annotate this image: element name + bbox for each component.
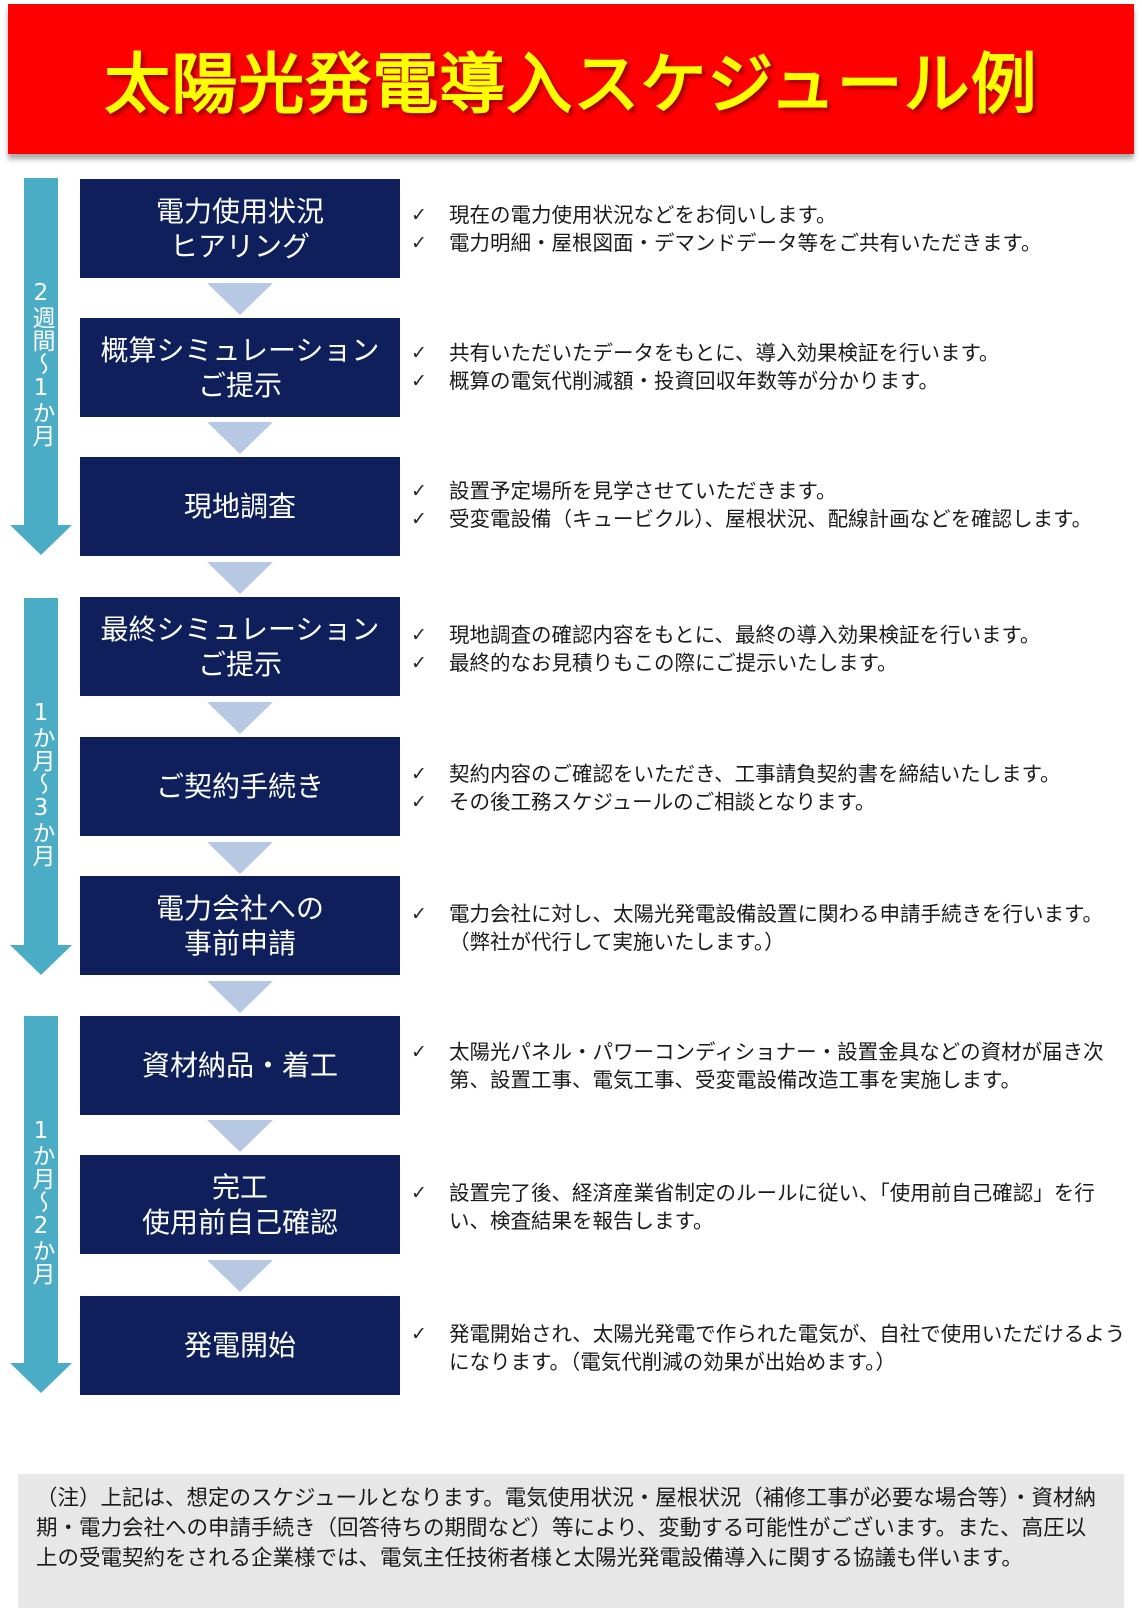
- step-box-completion: 完工 使用前自己確認: [80, 1155, 400, 1254]
- check-item: ✓ 発電開始され、太陽光発電で作られた電気が、自社で使用いただけるようになります。…: [405, 1320, 1130, 1376]
- check-item: ✓ 設置完了後、経済産業省制定のルールに従い、「使用前自己確認」を行い、検査結果を…: [405, 1179, 1130, 1235]
- check-item-text: 概算の電気代削減額・投資回収年数等が分かります。: [449, 369, 939, 393]
- step-label: 最終シミュレーション ご提示: [100, 612, 380, 681]
- phase-arrow-head: [10, 525, 72, 555]
- check-item: ✓ 太陽光パネル・パワーコンディショナー・設置金具などの資材が届き次第、設置工事、…: [405, 1038, 1130, 1094]
- phase-label: 1か月〜2か月: [28, 1117, 54, 1285]
- check-icon: ✓: [411, 763, 427, 785]
- phase-arrow-2: 1か月〜3か月: [10, 598, 72, 975]
- step-arrow-down: [207, 283, 273, 315]
- check-icon: ✓: [411, 370, 427, 392]
- step-arrow-down: [207, 562, 273, 594]
- check-item: ✓ 受変電設備（キュービクル）、屋根状況、配線計画などを確認します。: [405, 505, 1130, 533]
- step-label: 電力使用状況 ヒアリング: [155, 194, 324, 263]
- step-label: 資材納品・着工: [141, 1049, 338, 1082]
- check-icon: ✓: [411, 624, 427, 646]
- check-item-text: 共有いただいたデータをもとに、導入効果検証を行います。: [449, 341, 1000, 365]
- phase-arrow-1: 2週間〜1か月: [10, 178, 72, 555]
- check-icon: ✓: [411, 204, 427, 226]
- check-item-text: 設置完了後、経済産業省制定のルールに従い、「使用前自己確認」を行い、検査結果を報…: [449, 1181, 1095, 1233]
- step-label: ご契約手続き: [155, 770, 324, 803]
- step-arrow-down: [207, 981, 273, 1013]
- step-description: ✓ 現在の電力使用状況などをお伺いします。 ✓ 電力明細・屋根図面・デマンドデータ等…: [405, 201, 1130, 257]
- check-item-text: 最終的なお見積りもこの際にご提示いたします。: [449, 651, 898, 675]
- check-icon: ✓: [411, 232, 427, 254]
- phase-label: 1か月〜3か月: [28, 699, 54, 867]
- check-item-text: 設置予定場所を見学させていただきます。: [449, 479, 837, 503]
- phase-arrow-shaft: [24, 1016, 58, 1363]
- step-arrow-down: [207, 422, 273, 454]
- page-title: 太陽光発電導入スケジュール例: [104, 46, 1038, 123]
- step-description: ✓ 共有いただいたデータをもとに、導入効果検証を行います。 ✓ 概算の電気代削減額・…: [405, 339, 1130, 395]
- check-item: ✓ 共有いただいたデータをもとに、導入効果検証を行います。: [405, 339, 1130, 367]
- check-item-text: 現在の電力使用状況などをお伺いします。: [449, 203, 837, 227]
- step-box-hearing: 電力使用状況 ヒアリング: [80, 179, 400, 278]
- check-item: ✓ 契約内容のご確認をいただき、工事請負契約書を締結いたします。: [405, 760, 1130, 788]
- step-box-site-survey: 現地調査: [80, 457, 400, 556]
- title-banner: 太陽光発電導入スケジュール例: [8, 4, 1134, 154]
- note-box: （注）上記は、想定のスケジュールとなります。電気使用状況・屋根状況（補修工事が必…: [18, 1474, 1124, 1608]
- phase-arrow-3: 1か月〜2か月: [10, 1016, 72, 1393]
- check-item-text: 受変電設備（キュービクル）、屋根状況、配線計画などを確認します。: [449, 507, 1093, 531]
- step-description: ✓ 契約内容のご確認をいただき、工事請負契約書を締結いたします。 ✓ その後工務スケ…: [405, 760, 1130, 816]
- step-arrow-down: [207, 842, 273, 874]
- check-item-text: 電力明細・屋根図面・デマンドデータ等をご共有いただきます。: [449, 231, 1042, 255]
- step-label: 概算シミュレーション ご提示: [100, 333, 380, 402]
- check-item: ✓ 概算の電気代削減額・投資回収年数等が分かります。: [405, 367, 1130, 395]
- step-box-material-delivery: 資材納品・着工: [80, 1016, 400, 1115]
- check-item-text: 太陽光パネル・パワーコンディショナー・設置金具などの資材が届き次第、設置工事、電…: [449, 1040, 1104, 1092]
- check-icon: ✓: [411, 1041, 427, 1063]
- step-label: 電力会社への 事前申請: [155, 891, 324, 960]
- check-icon: ✓: [411, 903, 427, 925]
- step-arrow-down: [207, 1120, 273, 1152]
- step-arrow-down: [207, 1260, 273, 1292]
- phase-arrow-shaft: [24, 178, 58, 525]
- check-item: ✓ 最終的なお見積りもこの際にご提示いたします。: [405, 649, 1130, 677]
- check-item: ✓ 電力会社に対し、太陽光発電設備設置に関わる申請手続きを行います。（弊社が代行し…: [405, 900, 1130, 956]
- step-arrow-down: [207, 702, 273, 734]
- step-description: ✓ 現地調査の確認内容をもとに、最終の導入効果検証を行います。 ✓ 最終的なお見積り…: [405, 621, 1130, 677]
- check-item: ✓ 電力明細・屋根図面・デマンドデータ等をご共有いただきます。: [405, 229, 1130, 257]
- check-item: ✓ 設置予定場所を見学させていただきます。: [405, 477, 1130, 505]
- step-description: ✓ 設置完了後、経済産業省制定のルールに従い、「使用前自己確認」を行い、検査結果を…: [405, 1179, 1130, 1235]
- check-icon: ✓: [411, 342, 427, 364]
- step-box-estimate-simulation: 概算シミュレーション ご提示: [80, 318, 400, 417]
- phase-arrow-head: [10, 945, 72, 975]
- check-icon: ✓: [411, 791, 427, 813]
- check-item: ✓ その後工務スケジュールのご相談となります。: [405, 788, 1130, 816]
- step-box-power-generation-start: 発電開始: [80, 1296, 400, 1395]
- check-item-text: その後工務スケジュールのご相談となります。: [449, 790, 876, 814]
- step-label: 発電開始: [183, 1329, 296, 1362]
- phase-arrow-shaft: [24, 598, 58, 945]
- check-icon: ✓: [411, 508, 427, 530]
- check-item-text: 発電開始され、太陽光発電で作られた電気が、自社で使用いただけるようになります。（…: [449, 1322, 1126, 1374]
- check-item: ✓ 現在の電力使用状況などをお伺いします。: [405, 201, 1130, 229]
- check-icon: ✓: [411, 1323, 427, 1345]
- step-box-utility-application: 電力会社への 事前申請: [80, 876, 400, 975]
- step-label: 完工 使用前自己確認: [141, 1170, 338, 1239]
- phase-label: 2週間〜1か月: [28, 279, 54, 447]
- check-icon: ✓: [411, 480, 427, 502]
- step-description: ✓ 発電開始され、太陽光発電で作られた電気が、自社で使用いただけるようになります。…: [405, 1320, 1130, 1376]
- step-box-contract: ご契約手続き: [80, 737, 400, 836]
- phase-arrow-head: [10, 1363, 72, 1393]
- check-icon: ✓: [411, 652, 427, 674]
- step-description: ✓ 電力会社に対し、太陽光発電設備設置に関わる申請手続きを行います。（弊社が代行し…: [405, 900, 1130, 956]
- check-icon: ✓: [411, 1182, 427, 1204]
- check-item: ✓ 現地調査の確認内容をもとに、最終の導入効果検証を行います。: [405, 621, 1130, 649]
- check-item-text: 現地調査の確認内容をもとに、最終の導入効果検証を行います。: [449, 623, 1041, 647]
- check-item-text: 契約内容のご確認をいただき、工事請負契約書を締結いたします。: [449, 762, 1061, 786]
- note-text: （注）上記は、想定のスケジュールとなります。電気使用状況・屋根状況（補修工事が必…: [36, 1486, 1096, 1571]
- step-label: 現地調査: [183, 490, 296, 523]
- step-description: ✓ 太陽光パネル・パワーコンディショナー・設置金具などの資材が届き次第、設置工事、…: [405, 1038, 1130, 1094]
- step-description: ✓ 設置予定場所を見学させていただきます。 ✓ 受変電設備（キュービクル）、屋根状況…: [405, 477, 1130, 533]
- step-box-final-simulation: 最終シミュレーション ご提示: [80, 597, 400, 696]
- check-item-text: 電力会社に対し、太陽光発電設備設置に関わる申請手続きを行います。（弊社が代行して…: [449, 902, 1103, 954]
